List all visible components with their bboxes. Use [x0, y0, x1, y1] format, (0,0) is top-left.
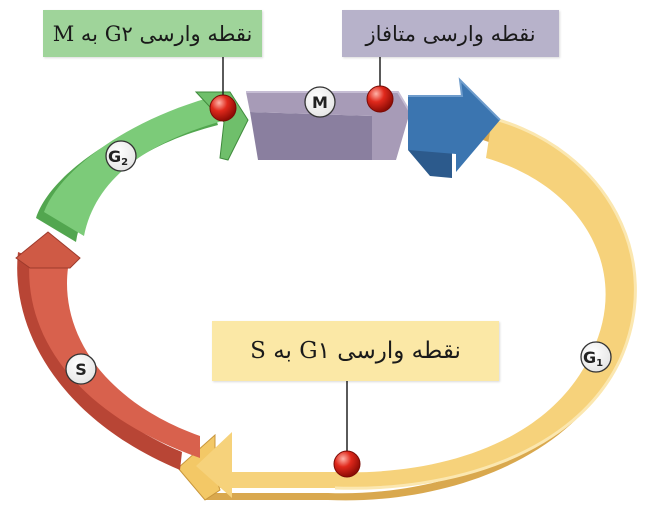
g1s-checkpoint-dot [333, 450, 361, 478]
svg-text:G2: G2 [108, 147, 128, 168]
m-phase-arrow [246, 91, 411, 160]
g2-top-face [44, 98, 226, 236]
g1-top-face [205, 118, 636, 489]
g1-highlight [334, 116, 637, 490]
m-side-face [250, 112, 372, 160]
s-arrow-head [15, 231, 81, 269]
meta-checkpoint-dot [366, 85, 394, 113]
g2m-checkpoint-dot [209, 94, 237, 122]
m-highlight [246, 91, 411, 113]
svg-text:S: S [75, 360, 87, 379]
svg-text:G1: G1 [583, 348, 603, 369]
s-phase-label: S [65, 353, 97, 385]
g1-phase-label: G1 [580, 341, 612, 373]
blue-top-face [408, 80, 500, 172]
g1-s-checkpoint-text: نقطه وارسی G۱ به S [250, 338, 461, 364]
s-top-face [29, 255, 201, 458]
metaphase-checkpoint-text: نقطه وارسی متافاز [365, 21, 536, 46]
cytokinesis-arrow [408, 77, 501, 178]
s-phase-arrow [15, 231, 201, 470]
g1-phase-arrow [177, 116, 637, 501]
svg-text:M: M [312, 93, 328, 112]
metaphase-checkpoint-label: نقطه وارسی متافاز [342, 10, 559, 57]
g2-m-checkpoint-text: نقطه وارسی G۲ به M [52, 21, 253, 46]
g1-arrow-head-face [196, 432, 232, 498]
m-phase-label: M [304, 86, 336, 118]
g2-phase-label: G2 [105, 140, 137, 172]
blue-highlight [408, 77, 501, 121]
g1-s-checkpoint-label: نقطه وارسی G۱ به S [212, 321, 499, 381]
g2-m-checkpoint-label: نقطه وارسی G۲ به M [43, 10, 262, 57]
m-top-face [246, 92, 410, 160]
